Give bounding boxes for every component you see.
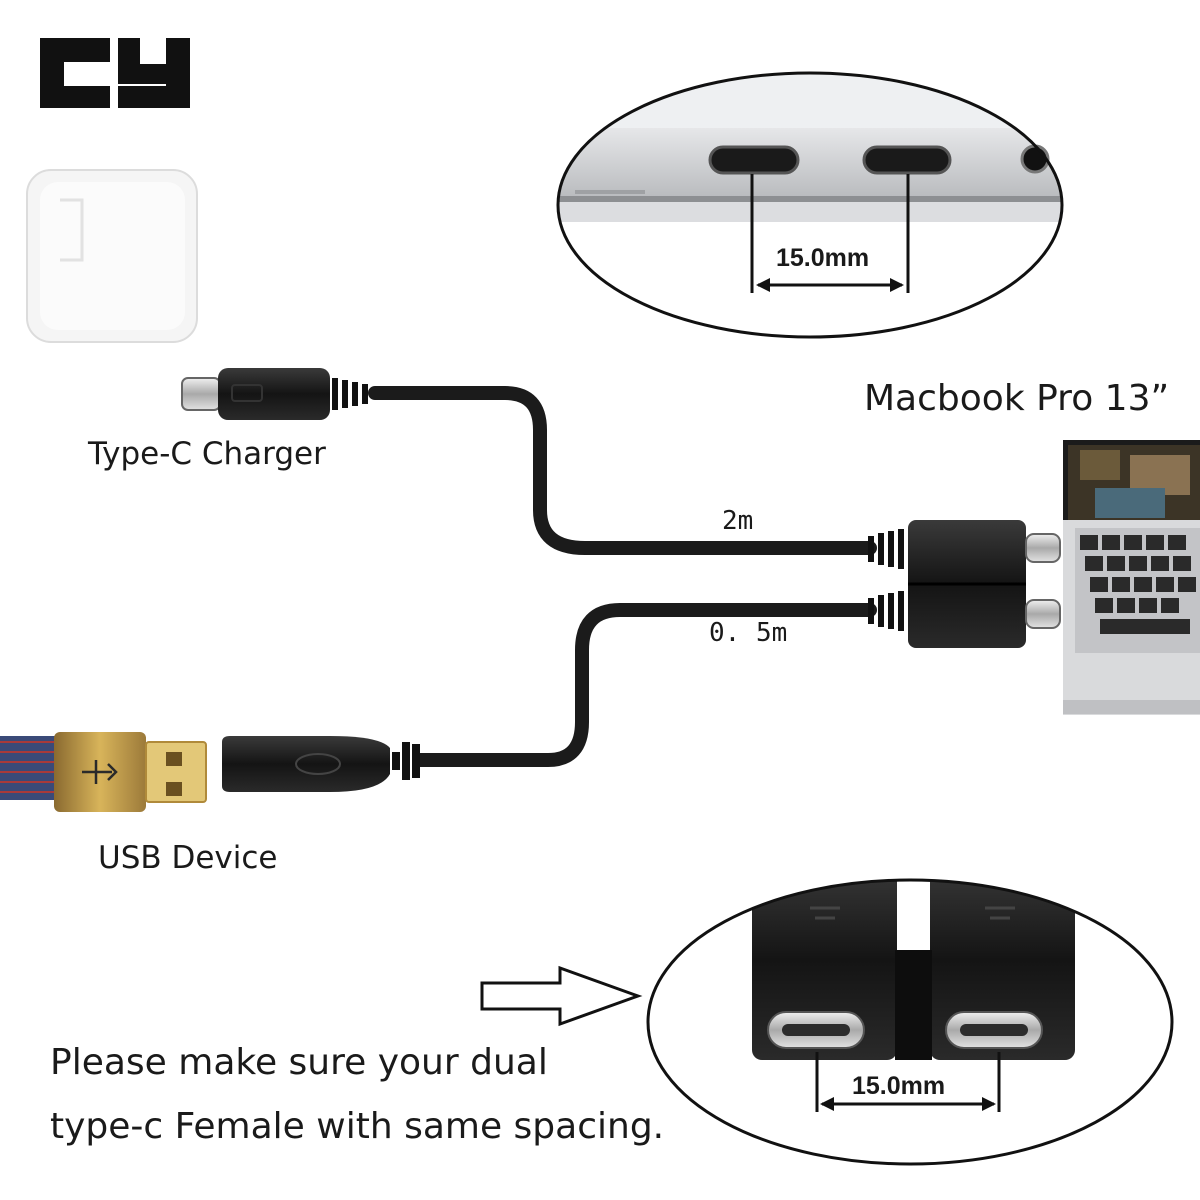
top-spacing-label: 15.0mm xyxy=(776,244,870,272)
usb-device-label: USB Device xyxy=(98,840,278,876)
long-cable-length-label: 2m xyxy=(722,506,754,536)
brand-logo xyxy=(40,38,190,108)
usb-c-port-left xyxy=(708,145,800,175)
usb-a-female-connector xyxy=(222,736,420,792)
laptop-model-label: Macbook Pro 13” xyxy=(864,378,1170,419)
pointer-arrow-icon xyxy=(480,965,643,1027)
note-line-1: Please make sure your dual xyxy=(50,1042,548,1083)
macbook-laptop xyxy=(1063,440,1200,715)
laptop-ports-closeup xyxy=(556,71,1064,339)
power-adapter xyxy=(26,169,198,343)
type-c-male-plug-charger xyxy=(181,368,368,420)
bottom-spacing-label: 15.0mm xyxy=(852,1072,946,1100)
short-cable-length-label: 0. 5m xyxy=(709,618,788,648)
note-line-2: type-c Female with same spacing. xyxy=(50,1106,665,1147)
dual-type-c-closeup xyxy=(646,878,1174,1166)
type-c-charger-label: Type-C Charger xyxy=(88,436,326,472)
headphone-jack xyxy=(1020,144,1050,174)
usb-a-male-device-plug xyxy=(0,732,207,812)
y-cable xyxy=(368,386,877,767)
usb-c-port-right xyxy=(862,145,952,175)
dual-type-c-male-plugs xyxy=(868,520,1061,648)
